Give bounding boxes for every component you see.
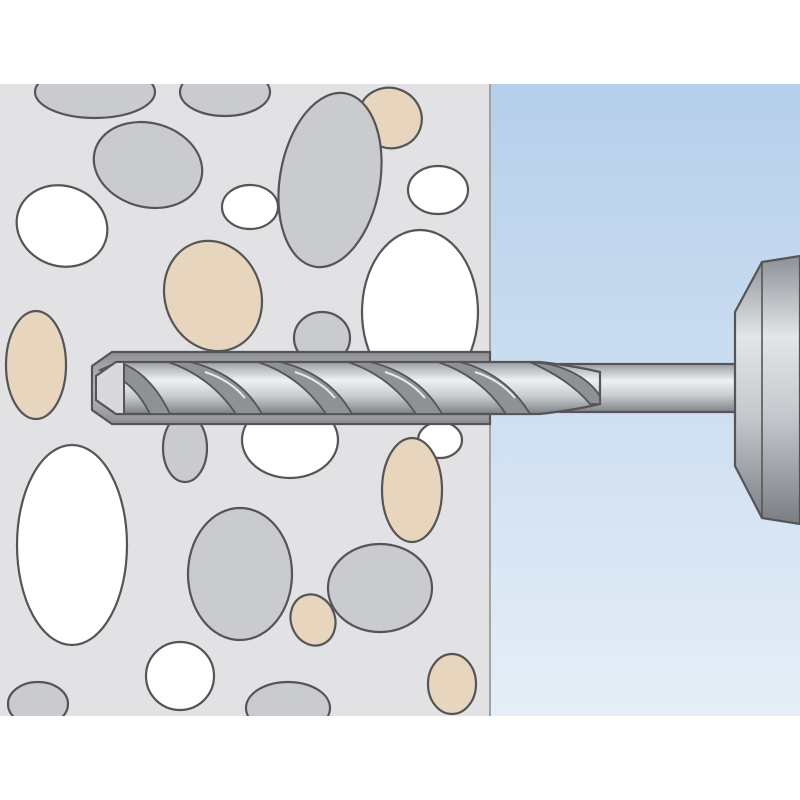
stone bbox=[406, 164, 470, 216]
drill-highlights bbox=[204, 371, 516, 399]
stone bbox=[244, 680, 332, 716]
stone bbox=[33, 84, 157, 120]
stone bbox=[162, 239, 264, 353]
flute-groove bbox=[529, 361, 600, 405]
stone bbox=[92, 120, 204, 210]
drill-tip bbox=[95, 361, 125, 415]
stone bbox=[178, 84, 272, 118]
stone bbox=[6, 680, 70, 716]
stone bbox=[289, 593, 337, 647]
stone bbox=[15, 443, 129, 647]
stone bbox=[326, 542, 434, 634]
highlight-line bbox=[294, 371, 336, 399]
flute-groove bbox=[167, 361, 264, 415]
highlight-line bbox=[384, 371, 426, 399]
stone bbox=[4, 309, 68, 421]
flute-groove bbox=[257, 361, 354, 415]
stone bbox=[144, 640, 216, 712]
highlight-line bbox=[204, 371, 246, 399]
drill-bit bbox=[94, 360, 752, 416]
stone bbox=[15, 184, 109, 268]
stone bbox=[220, 183, 280, 231]
flute-groove bbox=[437, 361, 532, 415]
flute-groove bbox=[347, 361, 444, 415]
chuck-collar bbox=[733, 254, 800, 526]
stone bbox=[277, 91, 383, 269]
highlight-line bbox=[474, 371, 516, 399]
drill-chuck bbox=[733, 254, 800, 526]
aggregate-stones bbox=[4, 84, 480, 716]
stone bbox=[380, 436, 444, 544]
stone bbox=[186, 506, 294, 642]
stone bbox=[426, 652, 478, 716]
